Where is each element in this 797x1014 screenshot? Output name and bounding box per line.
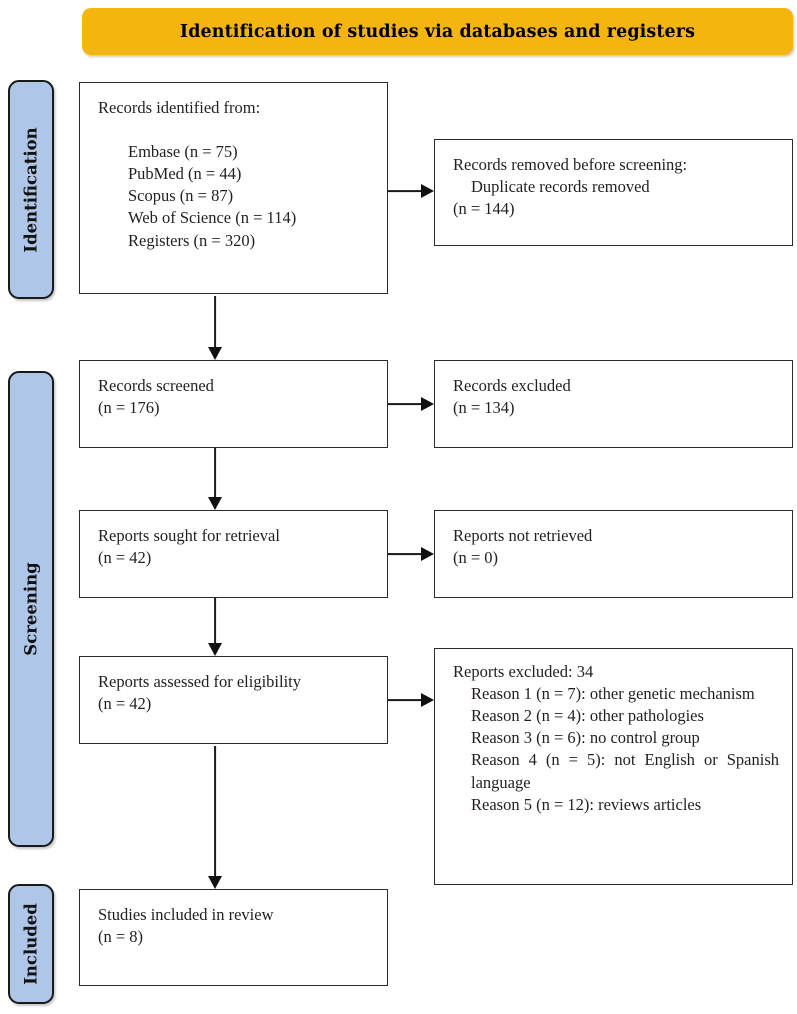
stage-bar-included: Included: [8, 884, 54, 1004]
source-pubmed: PubMed (n = 44): [128, 164, 242, 184]
diagram-title-banner: Identification of studies via databases …: [82, 8, 793, 55]
records-identified-heading: Records identified from:: [98, 98, 261, 117]
exclusion-reason-2: Reason 2 (n = 4): other pathologies: [471, 706, 704, 726]
records-removed-heading: Records removed before screening:: [453, 155, 688, 174]
box-reports-assessed: Reports assessed for eligibility (n = 42…: [79, 656, 388, 744]
box-studies-included: Studies included in review (n = 8): [79, 889, 388, 986]
source-embase: Embase (n = 75): [128, 142, 238, 162]
arrow-shaft: [214, 296, 216, 348]
arrow-down-icon-assessed-to-included: [207, 746, 223, 889]
arrow-right-icon-screened-to-excluded: [388, 396, 434, 412]
arrow-shaft: [388, 190, 422, 192]
studies-included-count: (n = 8): [98, 927, 144, 947]
arrow-down-icon-sought-to-assessed: [207, 598, 223, 656]
box-reports-sought: Reports sought for retrieval (n = 42): [79, 510, 388, 598]
stage-bar-identification: Identification: [8, 80, 54, 299]
arrow-head: [208, 876, 222, 889]
box-records-excluded: Records excluded (n = 134): [434, 360, 793, 448]
reports-sought-count: (n = 42): [98, 548, 152, 568]
stage-label-included: Included: [21, 903, 41, 985]
source-registers: Registers (n = 320): [128, 230, 256, 250]
arrow-right-icon-identified-to-removed: [388, 183, 434, 199]
records-screened-label: Records screened: [98, 376, 214, 395]
box-reports-not-retrieved: Reports not retrieved (n = 0): [434, 510, 793, 598]
duplicate-records-count: (n = 144): [453, 199, 515, 219]
reports-not-retrieved-label: Reports not retrieved: [453, 526, 593, 545]
arrow-shaft: [214, 448, 216, 498]
arrow-down-icon-screened-to-sought: [207, 448, 223, 510]
exclusion-reason-5: Reason 5 (n = 12): reviews articles: [471, 794, 702, 814]
arrow-shaft: [388, 403, 422, 405]
arrow-right-icon-sought-to-not-retrieved: [388, 546, 434, 562]
reports-excluded-heading: Reports excluded: 34: [453, 662, 594, 681]
records-excluded-count: (n = 134): [453, 398, 515, 418]
diagram-title: Identification of studies via databases …: [179, 21, 696, 42]
arrow-down-icon-identified-to-screened: [207, 296, 223, 360]
box-records-removed: Records removed before screening: Duplic…: [434, 139, 793, 246]
stage-label-identification: Identification: [21, 126, 41, 253]
duplicate-records-removed: Duplicate records removed: [471, 177, 650, 197]
stage-bar-screening: Screening: [8, 371, 54, 847]
arrow-head: [421, 693, 434, 707]
exclusion-reason-3: Reason 3 (n = 6): no control group: [471, 728, 700, 748]
arrow-head: [208, 643, 222, 656]
reports-assessed-label: Reports assessed for eligibility: [98, 672, 302, 691]
source-scopus: Scopus (n = 87): [128, 186, 234, 206]
arrow-shaft: [388, 699, 422, 701]
records-screened-count: (n = 176): [98, 398, 160, 418]
reports-not-retrieved-count: (n = 0): [453, 548, 499, 568]
reports-assessed-count: (n = 42): [98, 694, 152, 714]
box-records-screened: Records screened (n = 176): [79, 360, 388, 448]
reports-sought-label: Reports sought for retrieval: [98, 526, 280, 545]
source-web-of-science: Web of Science (n = 114): [128, 208, 297, 228]
arrow-shaft: [214, 598, 216, 644]
arrow-head: [208, 347, 222, 360]
arrow-head: [208, 497, 222, 510]
arrow-head: [421, 547, 434, 561]
arrow-shaft: [388, 553, 422, 555]
arrow-shaft: [214, 746, 216, 877]
arrow-head: [421, 184, 434, 198]
arrow-right-icon-assessed-to-excluded: [388, 692, 434, 708]
exclusion-reason-1: Reason 1 (n = 7): other genetic mechanis…: [471, 684, 755, 704]
arrow-head: [421, 397, 434, 411]
box-reports-excluded-reasons: Reports excluded: 34 Reason 1 (n = 7): o…: [434, 648, 793, 885]
box-records-identified: Records identified from: Embase (n = 75)…: [79, 82, 388, 294]
exclusion-reason-4: Reason 4 (n = 5): not English or Spanish…: [471, 750, 779, 792]
records-excluded-label: Records excluded: [453, 376, 571, 395]
stage-label-screening: Screening: [21, 562, 41, 656]
studies-included-label: Studies included in review: [98, 905, 274, 924]
